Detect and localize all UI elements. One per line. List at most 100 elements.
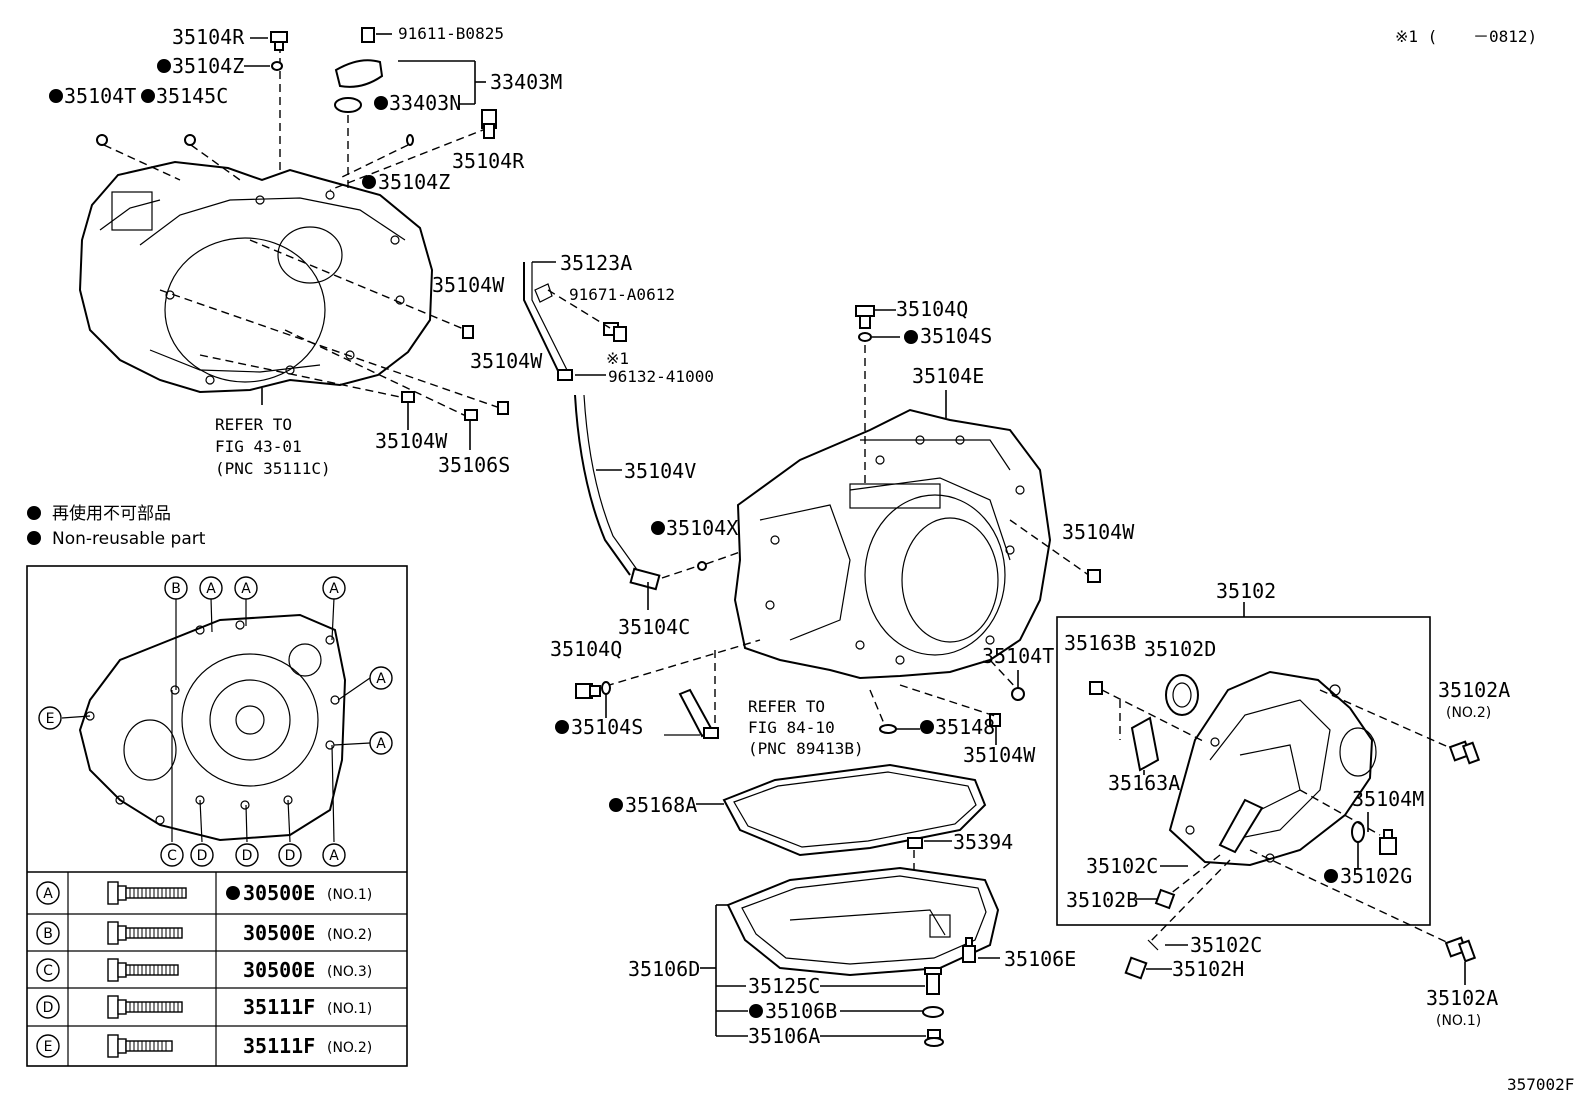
label-35104E: 35104E	[912, 364, 984, 388]
non-reusable-dot	[1324, 869, 1338, 883]
inset-marker-a: A	[369, 731, 393, 755]
inset-marker-letter: D	[285, 848, 296, 864]
drain-parts	[700, 904, 1000, 1047]
label-35104W-d: 35104W	[1062, 520, 1135, 544]
legend-en: Non-reusable part	[52, 529, 206, 549]
bolt-part-sub: (NO.3)	[327, 964, 372, 980]
label-35102: 35102	[1216, 579, 1276, 603]
non-reusable-dot	[555, 720, 569, 734]
label-35106D: 35106D	[628, 957, 700, 981]
label-35102C-a: 35102C	[1086, 854, 1158, 878]
bolt-icon	[107, 995, 183, 1019]
bolt-mark: B	[43, 926, 53, 942]
bolt-part-number: 30500E	[243, 881, 315, 905]
label-35104S-top: 35104S	[920, 324, 992, 348]
bolt-part-number: 35111F	[243, 1034, 315, 1058]
non-reusable-dot	[49, 89, 63, 103]
label-35104S-bot: 35104S	[571, 715, 643, 739]
top-leaders	[103, 33, 501, 450]
non-reusable-dot	[749, 1004, 763, 1018]
inset-marker-letter: E	[46, 711, 55, 727]
bolt-part-sub: (NO.2)	[327, 927, 372, 943]
non-reusable-dot	[609, 798, 623, 812]
inset-marker-a: A	[369, 666, 393, 690]
label-35102A-top-sub: (NO.2)	[1446, 705, 1491, 721]
inset-marker-a: A	[234, 576, 258, 600]
refer-mid-l2: FIG 84-10	[748, 718, 835, 737]
label-35104W-e: 35104W	[963, 743, 1036, 767]
non-reusable-dot	[651, 521, 665, 535]
oil-strainer-magnet	[907, 837, 923, 849]
oil-level-gauge-tube[interactable]	[523, 262, 707, 591]
refer-mid-l3: (PNC 89413B)	[748, 739, 864, 758]
label-35123A: 35123A	[560, 251, 632, 275]
label-35104W-c: 35104W	[375, 429, 448, 453]
inset-marker-a: A	[322, 843, 346, 867]
label-35104R-top: 35104R	[172, 25, 245, 49]
inset-marker-letter: D	[197, 848, 208, 864]
bolt-table: A 30500E (NO.1) B 30500E (NO.2) C 30500E (NO.3) D…	[36, 881, 372, 1058]
oil-pan[interactable]	[726, 866, 1000, 977]
note-mark: ※1	[606, 349, 629, 368]
bolt-icon	[107, 958, 179, 982]
inset-marker-d: D	[190, 843, 214, 867]
label-35394: 35394	[953, 830, 1013, 854]
label-35102D: 35102D	[1144, 637, 1216, 661]
label-35104W-a: 35104W	[432, 273, 505, 297]
bolt-location-inset	[26, 565, 408, 1067]
bolt-part-sub: (NO.2)	[327, 1040, 372, 1056]
bolt-table-row: B 30500E (NO.2)	[36, 921, 372, 945]
label-33403N: 33403N	[389, 91, 461, 115]
bolt-part-number: 30500E	[243, 958, 315, 982]
label-35106B: 35106B	[765, 999, 837, 1023]
bolt-table-row: C 30500E (NO.3)	[36, 958, 372, 982]
label-35104X: 35104X	[666, 516, 738, 540]
bolt-table-row: E 35111F (NO.2)	[36, 1034, 372, 1058]
label-35102C-b: 35102C	[1190, 933, 1262, 957]
label-91671-A0612: 91671-A0612	[569, 285, 675, 304]
inset-marker-letter: A	[206, 581, 216, 597]
non-reusable-dot	[362, 175, 376, 189]
label-35102A-bot-sub: (NO.1)	[1436, 1013, 1481, 1029]
label-35145C: 35145C	[156, 84, 228, 108]
label-96132-41000: 96132-41000	[608, 367, 714, 386]
inset-marker-c: C	[160, 843, 184, 867]
non-reusable-dot	[920, 720, 934, 734]
inset-marker-d: D	[278, 843, 302, 867]
label-35104R-mid: 35104R	[452, 149, 525, 173]
inset-marker-letter: A	[329, 848, 339, 864]
bolt-part-number: 30500E	[243, 921, 315, 945]
bolt-mark: A	[43, 886, 53, 902]
inset-marker-d: D	[235, 843, 259, 867]
bolt-mark: D	[43, 1000, 54, 1016]
bolt-mark: E	[44, 1039, 53, 1055]
center-leaders	[575, 305, 1101, 745]
extension-housing[interactable]	[1168, 670, 1377, 867]
bolt-part-number: 35111F	[243, 995, 315, 1019]
label-35163B: 35163B	[1064, 631, 1136, 655]
refer-top-l3: (PNC 35111C)	[215, 459, 331, 478]
label-35125C: 35125C	[748, 974, 820, 998]
label-35104Q-bot: 35104Q	[550, 637, 622, 661]
label-35104W-b: 35104W	[470, 349, 543, 373]
refer-mid-l1: REFER TO	[748, 697, 825, 716]
label-35104V: 35104V	[624, 459, 696, 483]
bolt-table-row: A 30500E (NO.1)	[36, 881, 372, 905]
non-reusable-dot	[226, 886, 240, 900]
oil-pan-gasket[interactable]	[722, 763, 987, 857]
label-35104Q-top: 35104Q	[896, 297, 968, 321]
label-35148: 35148	[935, 715, 995, 739]
transmission-case[interactable]	[733, 408, 1052, 680]
label-35106S: 35106S	[438, 453, 510, 477]
label-35104M: 35104M	[1352, 787, 1424, 811]
transaxle-housing[interactable]	[78, 160, 434, 394]
non-reusable-dot	[157, 59, 171, 73]
non-reusable-dot	[904, 330, 918, 344]
non-reusable-dot	[141, 89, 155, 103]
bolt-part-sub: (NO.1)	[327, 887, 372, 903]
bolt-mark: C	[43, 963, 53, 979]
inset-marker-letter: A	[329, 581, 339, 597]
figure-code: 357002F	[1507, 1075, 1574, 1094]
